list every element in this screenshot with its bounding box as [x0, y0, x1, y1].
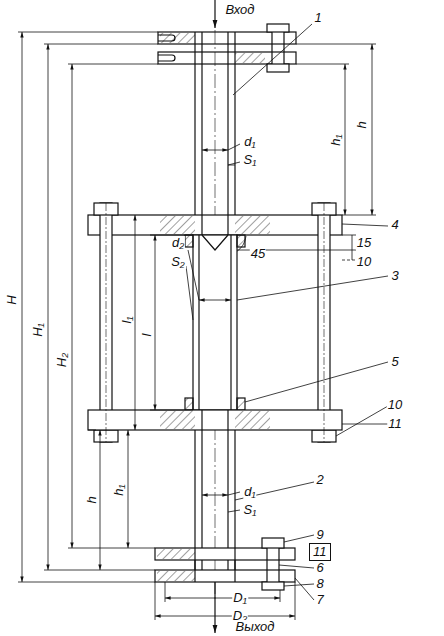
- dimension-label: d₁: [243, 135, 256, 149]
- dimension-label: H₁: [31, 322, 45, 338]
- dimension-label: 45: [250, 247, 266, 261]
- dimension-label: S₂: [170, 255, 186, 269]
- dimension-label: Выход: [234, 620, 275, 634]
- callout-number: 6: [315, 561, 324, 575]
- callout-number: 11: [313, 545, 327, 559]
- dimension-label: h: [85, 495, 99, 504]
- boxed-callout: 11: [309, 543, 331, 561]
- dimension-label: h₁: [329, 133, 343, 146]
- callout-number: 4: [390, 218, 399, 232]
- dimension-label: l: [140, 333, 154, 338]
- dimension-label: d₁: [243, 485, 256, 499]
- dimension-label: 15: [356, 236, 372, 250]
- dimension-label: d₂: [171, 236, 185, 250]
- callout-number: 7: [315, 593, 324, 607]
- dimension-label: h₁: [112, 483, 126, 496]
- callout-number: 10: [387, 398, 403, 412]
- callout-number: 9: [315, 528, 324, 542]
- dimension-label: Вход: [224, 3, 255, 17]
- callout-number: 3: [390, 269, 399, 283]
- dimension-label: h: [355, 120, 369, 129]
- dimension-label: 10: [356, 255, 372, 269]
- dimension-label: S₁: [243, 503, 258, 517]
- dimension-label: S₁: [243, 153, 258, 167]
- callout-number: 2: [315, 473, 324, 487]
- dimension-label: D₁: [232, 591, 248, 605]
- callout-number: 11: [387, 417, 403, 431]
- dimension-label: l₁: [120, 316, 134, 325]
- callout-number: 1: [313, 11, 322, 25]
- dimension-label: H₂: [55, 352, 69, 368]
- dimension-label: H: [5, 294, 19, 305]
- callout-number: 5: [390, 355, 399, 369]
- callout-number: 8: [315, 577, 324, 591]
